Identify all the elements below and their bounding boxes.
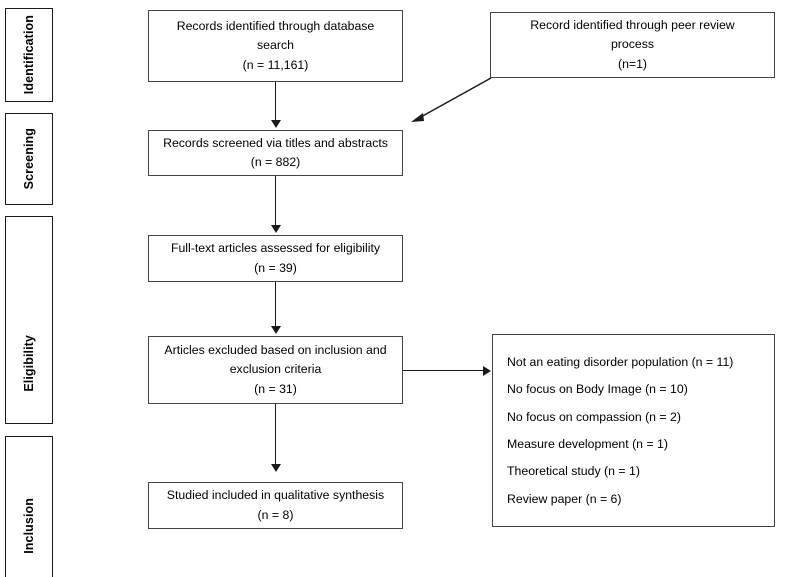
connector-excluded-to-reasons xyxy=(403,370,486,372)
connector-fulltext-to-excluded xyxy=(275,282,277,328)
connector-identified-to-screened xyxy=(275,82,277,122)
box-records-screened-line-2: (n = 882) xyxy=(250,155,301,169)
exclusion-reason-item: Review paper (n = 6) xyxy=(507,491,622,506)
box-records-screened: Records screened via titles and abstract… xyxy=(148,130,403,176)
stage-eligibility: Eligibility xyxy=(5,216,53,424)
box-articles-excluded: Articles excluded based on inclusion and… xyxy=(148,336,403,404)
exclusion-reason-item: Theoretical study (n = 1) xyxy=(507,464,640,479)
exclusion-reason-item: Measure development (n = 1) xyxy=(507,437,668,451)
arrowhead-down-icon xyxy=(271,464,281,472)
stage-screening-label: Screening xyxy=(22,128,36,190)
box-studies-included-line-1: Studied included in qualitative synthesi… xyxy=(166,488,385,503)
connector-excluded-to-included xyxy=(275,404,277,466)
box-records-screened-line-1: Records screened via titles and abstract… xyxy=(163,135,388,150)
arrowhead-down-icon xyxy=(271,225,281,233)
arrowhead-down-icon xyxy=(271,326,281,334)
stage-identification-label: Identification xyxy=(22,15,36,95)
connector-screened-to-fulltext xyxy=(275,176,277,227)
box-records-identified-line-3: (n = 11,161) xyxy=(242,57,309,72)
exclusion-reason-item: No focus on Body Image (n = 10) xyxy=(507,382,688,397)
box-exclusion-reasons: Not an eating disorder population (n = 1… xyxy=(492,334,775,527)
stage-inclusion: Inclusion xyxy=(5,436,53,577)
box-studies-included-line-2: (n = 8) xyxy=(257,507,294,522)
exclusion-reason-item: No focus on compassion (n = 2) xyxy=(507,409,681,424)
stage-inclusion-label: Inclusion xyxy=(22,497,36,554)
box-studies-included: Studied included in qualitative synthesi… xyxy=(148,482,403,529)
exclusion-reason-item: Not an eating disorder population (n = 1… xyxy=(507,355,734,370)
box-peer-review-line-2: process xyxy=(610,37,655,52)
arrowhead-down-icon xyxy=(271,120,281,128)
stage-eligibility-label: Eligibility xyxy=(22,334,36,392)
box-articles-excluded-line-1: Articles excluded based on inclusion and xyxy=(164,343,387,358)
box-records-identified: Records identified through database sear… xyxy=(148,10,403,82)
stage-identification: Identification xyxy=(5,8,53,102)
box-articles-excluded-line-3: (n = 31) xyxy=(254,381,297,396)
box-fulltext-assessed-line-2: (n = 39) xyxy=(254,260,297,275)
box-fulltext-assessed-line-1: Full-text articles assessed for eligibil… xyxy=(170,241,381,256)
arrowhead-right-icon xyxy=(483,366,491,376)
box-records-identified-line-2: search xyxy=(257,38,294,53)
box-articles-excluded-line-2: exclusion criteria xyxy=(229,362,322,377)
box-peer-review-line-3: (n=1) xyxy=(617,56,648,71)
connector-peer-review-to-screened xyxy=(411,77,492,122)
box-records-identified-line-1: Records identified through database xyxy=(176,19,375,34)
box-peer-review-record: Record identified through peer review pr… xyxy=(490,12,775,78)
box-peer-review-line-1: Record identified through peer review xyxy=(530,18,735,33)
stage-screening: Screening xyxy=(5,113,53,205)
box-fulltext-assessed: Full-text articles assessed for eligibil… xyxy=(148,235,403,282)
